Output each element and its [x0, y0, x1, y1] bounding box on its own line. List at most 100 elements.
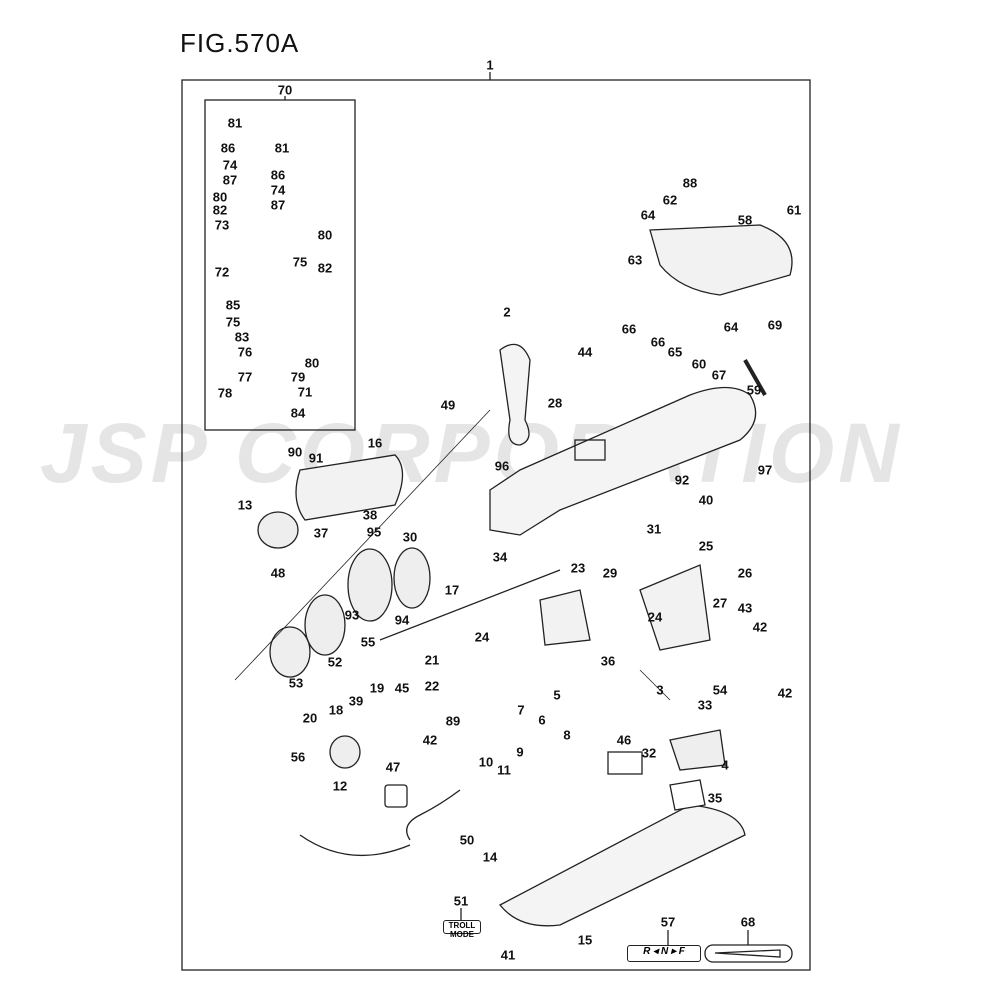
part-label-16: 16 — [367, 435, 383, 451]
label-assembly: 1 — [486, 57, 494, 73]
part-label-36: 36 — [600, 653, 616, 669]
part-label-92: 92 — [674, 472, 690, 488]
part-label-96: 96 — [494, 458, 510, 474]
part-label-50: 50 — [459, 832, 475, 848]
tiller-handle-2 — [499, 343, 531, 446]
part-label-75: 75 — [225, 314, 241, 330]
part-label-67: 67 — [711, 367, 727, 383]
throttle-grip-16 — [295, 454, 404, 521]
part-label-14: 14 — [482, 849, 498, 865]
part-label-91: 91 — [308, 450, 324, 466]
lanyard-cord — [299, 834, 411, 856]
part-label-27: 27 — [712, 595, 728, 611]
part-label-37: 37 — [313, 525, 329, 541]
part-label-75: 75 — [292, 254, 308, 270]
part-label-34: 34 — [492, 549, 508, 565]
part-label-32: 32 — [641, 745, 657, 761]
part-label-81: 81 — [274, 140, 290, 156]
part-48 — [257, 511, 299, 549]
tiller-arm — [489, 386, 757, 536]
part-label-41: 41 — [500, 947, 516, 963]
part-label-84: 84 — [290, 405, 306, 421]
part-44 — [574, 439, 606, 461]
part-label-28: 28 — [547, 395, 563, 411]
part-label-19: 19 — [369, 680, 385, 696]
part-label-87: 87 — [222, 172, 238, 188]
part-label-39: 39 — [348, 693, 364, 709]
part-label-44: 44 — [577, 344, 593, 360]
part-label-22: 22 — [424, 678, 440, 694]
part-label-71: 71 — [297, 384, 313, 400]
part-label-66: 66 — [650, 334, 666, 350]
switch-box-25 — [639, 564, 711, 651]
part-label-78: 78 — [217, 385, 233, 401]
part-label-53: 53 — [288, 675, 304, 691]
part-label-69: 69 — [767, 317, 783, 333]
part-label-86: 86 — [220, 140, 236, 156]
part-12 — [329, 735, 361, 769]
part-label-45: 45 — [394, 680, 410, 696]
part-label-54: 54 — [712, 682, 728, 698]
inset-frame — [204, 99, 356, 431]
part-label-40: 40 — [698, 492, 714, 508]
decal-46 — [607, 751, 643, 775]
part-label-15: 15 — [577, 932, 593, 948]
decal-shift-57: R ◂ N ▸ F — [627, 945, 701, 962]
part-label-49: 49 — [440, 397, 456, 413]
lower-cover-15 — [499, 804, 746, 927]
part-52 — [304, 594, 346, 656]
watermark: JSP CORPORATION — [40, 406, 903, 500]
part-label-38: 38 — [362, 507, 378, 523]
part-label-64: 64 — [723, 319, 739, 335]
part-label-89: 89 — [445, 713, 461, 729]
part-label-23: 23 — [570, 560, 586, 576]
part-label-7: 7 — [517, 702, 525, 718]
part-label-64: 64 — [640, 207, 656, 223]
part-label-8: 8 — [563, 727, 571, 743]
part-label-66: 66 — [621, 321, 637, 337]
part-label-97: 97 — [757, 462, 773, 478]
part-label-5: 5 — [553, 687, 561, 703]
part-label-33: 33 — [697, 697, 713, 713]
part-label-20: 20 — [302, 710, 318, 726]
part-label-31: 31 — [646, 521, 662, 537]
part-label-10: 10 — [478, 754, 494, 770]
part-label-21: 21 — [424, 652, 440, 668]
part-label-13: 13 — [237, 497, 253, 513]
bracket-23 — [539, 589, 591, 646]
part-label-85: 85 — [225, 297, 241, 313]
part-label-42: 42 — [752, 619, 768, 635]
part-label-48: 48 — [270, 565, 286, 581]
part-label-17: 17 — [444, 582, 460, 598]
part-label-55: 55 — [360, 634, 376, 650]
part-label-25: 25 — [698, 538, 714, 554]
part-label-88: 88 — [682, 175, 698, 191]
part-label-80: 80 — [212, 189, 228, 205]
part-label-35: 35 — [707, 790, 723, 806]
part-label-56: 56 — [290, 749, 306, 765]
part-label-68: 68 — [740, 914, 756, 930]
part-label-86: 86 — [270, 167, 286, 183]
part-label-94: 94 — [394, 612, 410, 628]
part-label-74: 74 — [270, 182, 286, 198]
part-label-26: 26 — [737, 565, 753, 581]
part-label-24: 24 — [647, 609, 663, 625]
part-label-90: 90 — [287, 444, 303, 460]
part-label-59: 59 — [746, 382, 762, 398]
part-label-9: 9 — [516, 744, 524, 760]
part-label-87: 87 — [270, 197, 286, 213]
part-label-81: 81 — [227, 115, 243, 131]
assembly-frame — [181, 79, 811, 971]
shaft-17 — [379, 569, 561, 641]
decal-47 — [384, 784, 408, 808]
part-53 — [269, 626, 311, 678]
part-label-12: 12 — [332, 778, 348, 794]
part-label-79: 79 — [290, 369, 306, 385]
part-label-2: 2 — [503, 304, 511, 320]
part-label-73: 73 — [214, 217, 230, 233]
decal-troll-mode: TROLL MODE — [443, 920, 481, 939]
part-35 — [669, 779, 706, 811]
bolt-59 — [743, 359, 767, 396]
part-label-6: 6 — [538, 712, 546, 728]
